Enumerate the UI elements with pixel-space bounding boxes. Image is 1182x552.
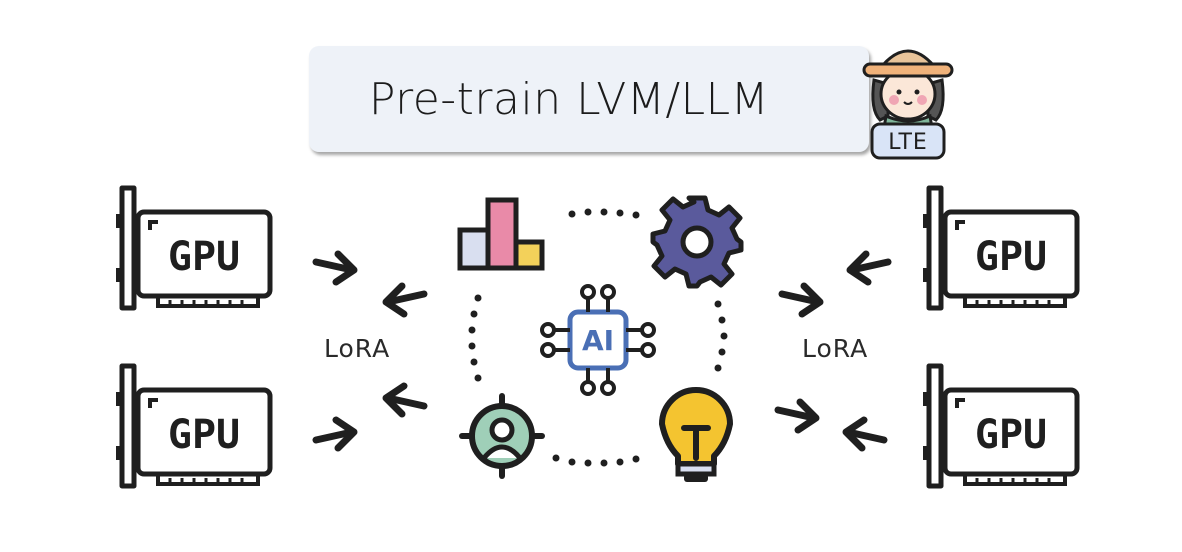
ai-label: AI [582,324,614,357]
arrow-icon [846,420,884,448]
arrow-icon [386,386,424,414]
arrow-icon [316,420,354,448]
lora-label-left: LoRA [324,334,391,363]
arrow-icon [778,402,816,430]
dotted-loop [468,208,728,467]
arrow-icon [316,254,354,282]
gpu-card-top-right: GPU [923,188,1077,308]
gpu-card-bottom-left: GPU [116,366,270,486]
bar-chart-icon [457,197,545,271]
avatar-icon: LTE [862,49,954,160]
arrow-icon [386,286,424,314]
arrow-icon [850,254,888,282]
gpu-label: GPU [168,234,240,280]
gpu-label: GPU [975,412,1047,458]
lora-label-right: LoRA [802,334,869,363]
gpu-card-bottom-right: GPU [923,366,1077,486]
title-box: Pre-train LVM/LLM [309,46,869,152]
lightbulb-icon [659,387,733,482]
ai-chip-icon: AI [540,284,656,396]
gpu-card-top-left: GPU [116,188,270,308]
gpu-label: GPU [168,412,240,458]
person-target-icon [459,393,545,479]
gear-icon [650,195,744,289]
arrow-icon [782,286,820,314]
gpu-label: GPU [975,234,1047,280]
title: Pre-train LVM/LLM [368,73,770,125]
badge-label: LTE [888,130,928,155]
